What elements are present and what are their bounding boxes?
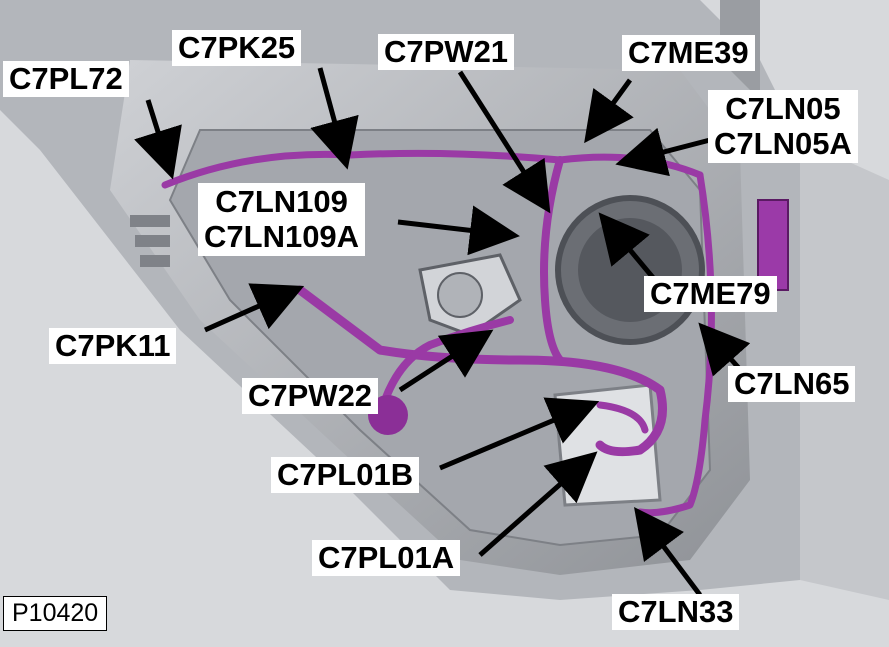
callout-c7ln109: C7LN109 (215, 184, 348, 219)
leader-arrows (134, 67, 751, 597)
callout-c7ln109a: C7LN109A (204, 219, 360, 254)
speaker-opening (555, 195, 705, 345)
callout-c7ln05-group: C7LN05 C7LN05A (708, 90, 858, 163)
callout-c7ln109-group: C7LN109 C7LN109A (198, 183, 366, 256)
figure-id: P10420 (3, 596, 108, 631)
callout-c7pw22: C7PW22 (242, 378, 379, 414)
callout-c7ln05a: C7LN05A (714, 126, 852, 161)
door-hinge (130, 215, 170, 267)
callout-c7pl01a: C7PL01A (312, 540, 461, 576)
callout-c7pk25: C7PK25 (172, 30, 302, 66)
window-regulator-motor (418, 253, 522, 337)
callout-c7pl01b: C7PL01B (271, 457, 420, 493)
door-latch (757, 199, 789, 291)
callout-c7pw21: C7PW21 (378, 34, 515, 70)
callout-c7pk11: C7PK11 (49, 328, 177, 364)
callout-c7me39: C7ME39 (622, 35, 755, 71)
callout-c7pl72: C7PL72 (3, 61, 129, 97)
callout-c7ln65: C7LN65 (728, 366, 856, 402)
callout-c7me79: C7ME79 (644, 276, 777, 312)
callout-c7ln33: C7LN33 (612, 594, 740, 630)
callout-c7ln05: C7LN05 (725, 91, 841, 126)
